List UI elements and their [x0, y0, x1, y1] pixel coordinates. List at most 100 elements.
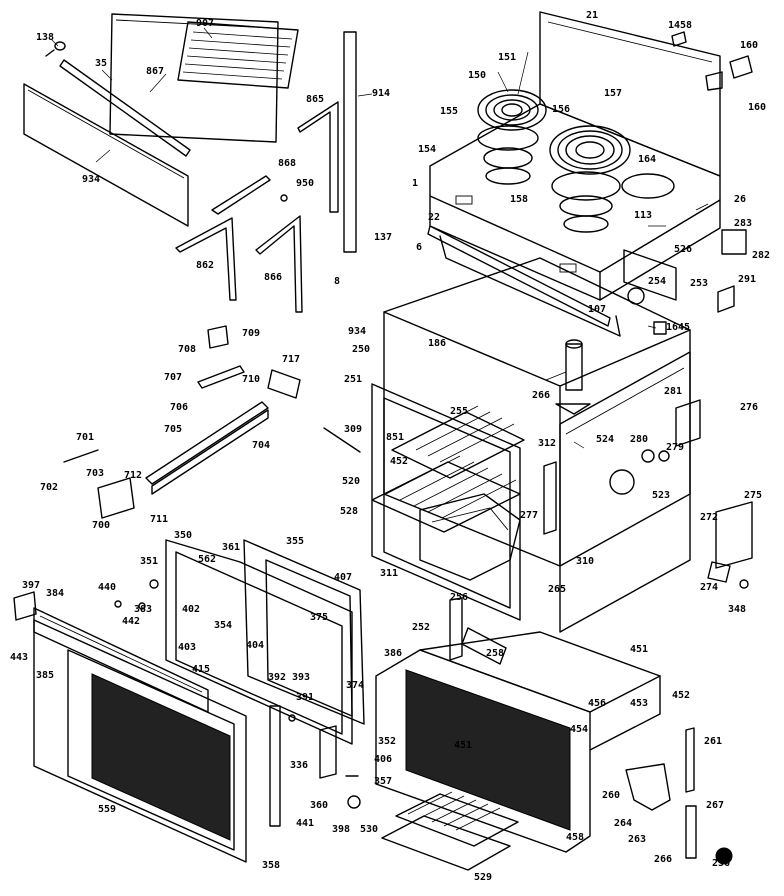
callout: 702 [40, 482, 58, 493]
callout: 950 [296, 178, 314, 189]
callout: 21 [586, 10, 598, 21]
surface-burner-right [549, 125, 631, 233]
callout: 402 [182, 604, 200, 615]
screw-part [45, 41, 66, 57]
callout: 451 [454, 740, 472, 751]
callout: 358 [262, 860, 280, 871]
callout: 392 [268, 672, 286, 683]
callout: 275 [744, 490, 762, 501]
callout: 158 [510, 194, 528, 205]
callout: 710 [242, 374, 260, 385]
callout: 253 [690, 278, 708, 289]
callout: 151 [498, 52, 516, 63]
oven-element-bottom [419, 493, 521, 581]
callout: 440 [98, 582, 116, 593]
callout: 360 [310, 800, 328, 811]
callout: 251 [344, 374, 362, 385]
callout: 862 [196, 260, 214, 271]
callout: 706 [170, 402, 188, 413]
callout: 707 [164, 372, 182, 383]
callout: 868 [278, 158, 296, 169]
callout: 406 [374, 754, 392, 765]
callout: 281 [664, 386, 682, 397]
callout: 391 [296, 692, 314, 703]
callout: 398 [332, 824, 350, 835]
callout: 452 [672, 690, 690, 701]
callout: 867 [146, 66, 164, 77]
callout: 393 [292, 672, 310, 683]
callout: 348 [728, 604, 746, 615]
callout: 155 [440, 106, 458, 117]
callout: 453 [630, 698, 648, 709]
callout: 397 [22, 580, 40, 591]
oven-door-handle-trim [33, 607, 209, 713]
thermostat-bracket [609, 399, 701, 495]
callout: 934 [82, 174, 100, 185]
hidden-bake-rail-parts [63, 325, 301, 519]
callout: 254 [648, 276, 666, 287]
callout: 704 [252, 440, 270, 451]
cooktop-hinge-parts [623, 229, 747, 335]
callout: 350 [174, 530, 192, 541]
drawer-front-panel [375, 649, 591, 853]
callout: 375 [310, 612, 328, 623]
control-knobs [671, 31, 753, 91]
callout: 530 [360, 824, 378, 835]
oven-front-frame [371, 383, 521, 621]
callout: 6 [416, 242, 422, 253]
backguard-panel-part [23, 83, 189, 227]
callout: 277 [520, 510, 538, 521]
callout: 137 [374, 232, 392, 243]
callout: 8 [334, 276, 340, 287]
callout: 709 [242, 328, 260, 339]
vent-grille-part [177, 21, 299, 89]
callout: 282 [752, 250, 770, 261]
callout-labels: 138 907 35 867 934 914 865 868 950 862 8… [10, 10, 770, 883]
callout: 186 [428, 338, 446, 349]
callout: 456 [588, 698, 606, 709]
callout: 523 [652, 490, 670, 501]
leader-lines [51, 27, 709, 449]
callout: 442 [122, 616, 140, 627]
cooktop-support-rail [427, 225, 621, 337]
callout: 265 [548, 584, 566, 595]
broiler-pan [381, 791, 519, 871]
callout: 256 [450, 592, 468, 603]
callout: 700 [92, 520, 110, 531]
callout: 865 [306, 94, 324, 105]
callout: 520 [342, 476, 360, 487]
callout: 263 [628, 834, 646, 845]
callout: 272 [700, 512, 718, 523]
vent-trim-part [109, 13, 279, 143]
callout: 266 [654, 854, 672, 865]
callout: 1458 [668, 20, 692, 31]
callout: 312 [538, 438, 556, 449]
callout: 415 [192, 664, 210, 675]
callout: 404 [246, 640, 264, 651]
callout: 361 [222, 542, 240, 553]
callout: 528 [340, 506, 358, 517]
callout: 559 [98, 804, 116, 815]
callout: 351 [140, 556, 158, 567]
drawer-support-rail [449, 597, 507, 665]
oven-door-outer-panel [33, 619, 247, 863]
callout: 157 [604, 88, 622, 99]
door-hinge-parts [269, 705, 337, 827]
callout: 866 [264, 272, 282, 283]
callout: 441 [296, 818, 314, 829]
callout: 357 [374, 776, 392, 787]
callout: 851 [386, 432, 404, 443]
callout: 354 [214, 620, 232, 631]
callout: 138 [36, 32, 54, 43]
callout: 355 [286, 536, 304, 547]
callout: 701 [76, 432, 94, 443]
callout: 276 [740, 402, 758, 413]
callout: 451 [630, 644, 648, 655]
callout: 113 [634, 210, 652, 221]
callout: 711 [150, 514, 168, 525]
callout: 1645 [666, 322, 690, 333]
callout: 1 [412, 178, 418, 189]
callout: 458 [566, 832, 584, 843]
